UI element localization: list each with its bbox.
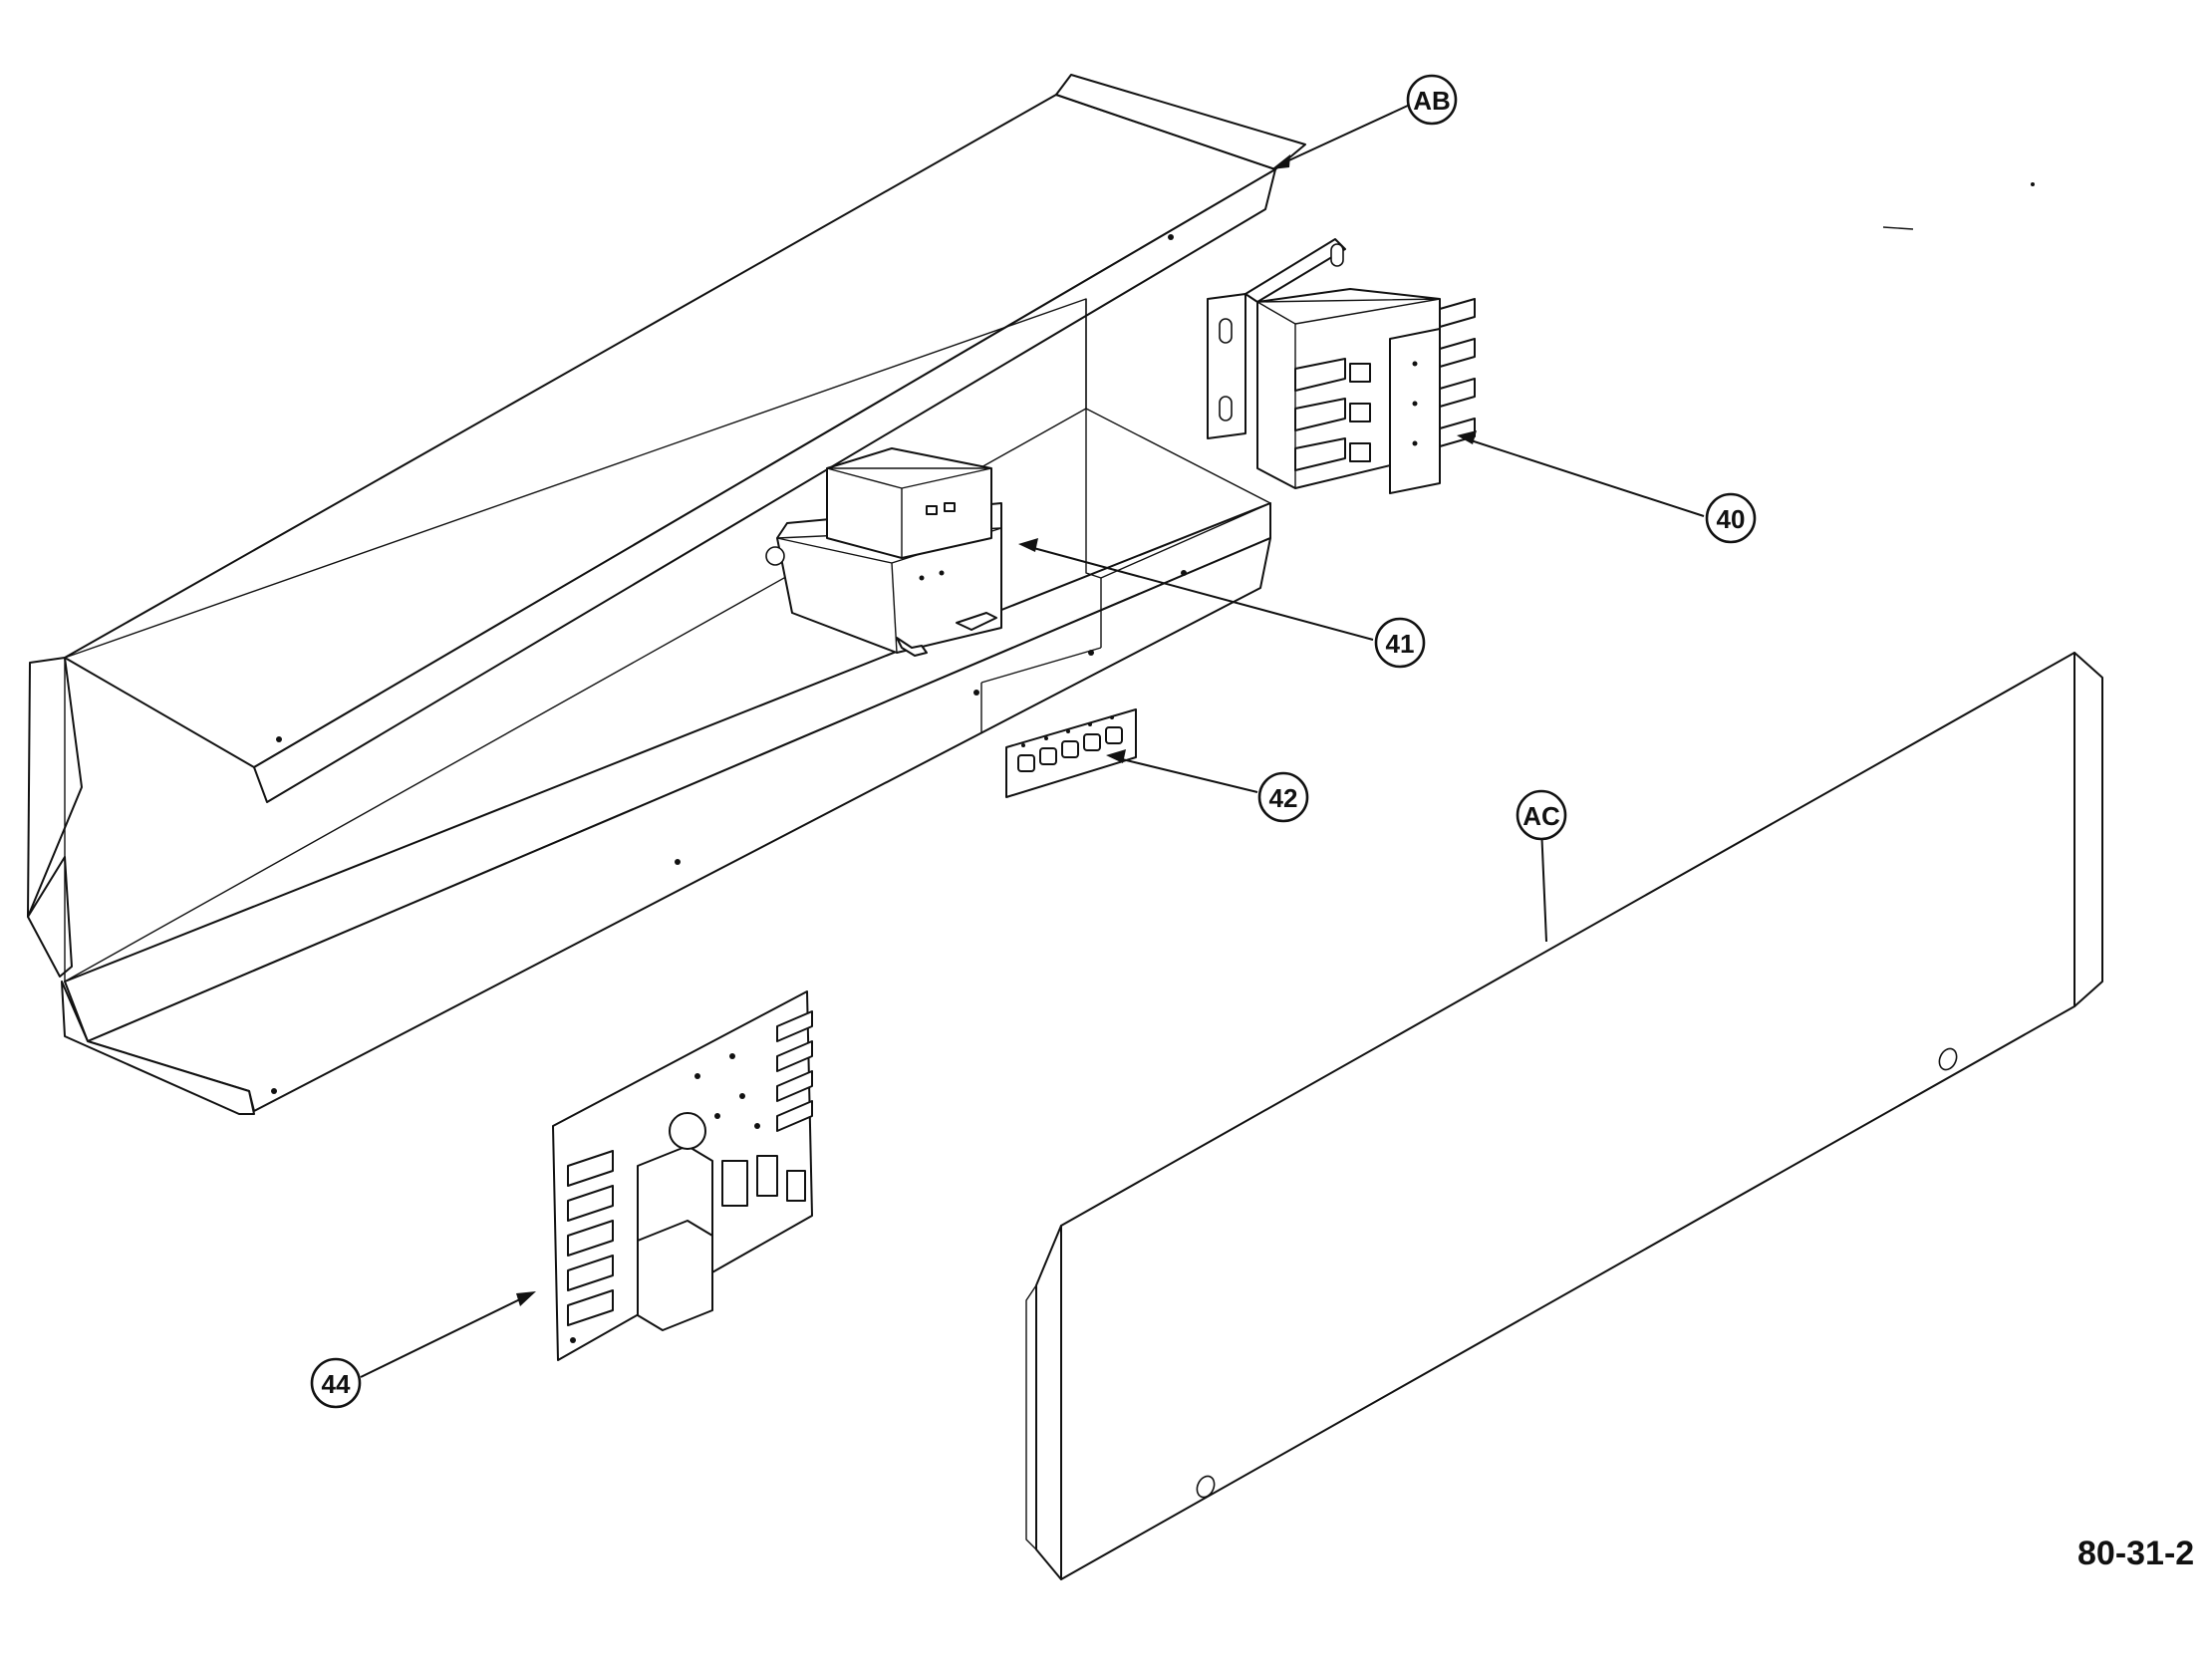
callout-42-label: 42 [1269, 783, 1298, 813]
control-board [552, 990, 813, 1361]
housing-shroud [27, 74, 1306, 1115]
callout-ab: AB [1406, 74, 1458, 126]
callout-ac-label: AC [1522, 801, 1560, 831]
contactor [1207, 238, 1476, 494]
callout-40-label: 40 [1717, 504, 1746, 534]
leader-lines [360, 104, 1705, 1378]
callout-ac: AC [1516, 789, 1567, 841]
cover-panel [1025, 652, 2103, 1580]
callout-42: 42 [1257, 771, 1309, 823]
drawing-number: 80-31-2 [2077, 1535, 2194, 1572]
callout-44: 44 [310, 1357, 362, 1409]
callout-ab-label: AB [1413, 86, 1451, 116]
callout-40: 40 [1705, 492, 1757, 544]
terminal-strip [1005, 708, 1137, 798]
transformer [765, 447, 1002, 657]
callout-44-label: 44 [322, 1369, 351, 1399]
callout-41: 41 [1374, 617, 1426, 669]
callout-41-label: 41 [1386, 629, 1415, 659]
